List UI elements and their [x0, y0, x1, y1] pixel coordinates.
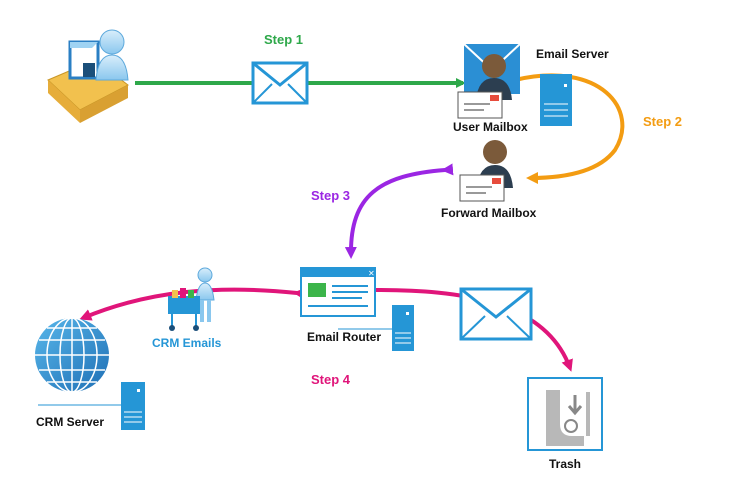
- step4-label: Step 4: [311, 372, 351, 387]
- forward-mailbox-icon: [459, 140, 513, 202]
- user-mailbox-label: User Mailbox: [453, 120, 528, 134]
- forward-mailbox-label: Forward Mailbox: [441, 206, 537, 220]
- step4-connector-left: [79, 287, 306, 321]
- mail-cart-worker-icon: [168, 267, 215, 331]
- email-server-label: Email Server: [536, 47, 609, 61]
- trash-bin-icon: [527, 377, 603, 451]
- user-at-desk-icon: [47, 29, 129, 123]
- email-router-label: Email Router: [307, 330, 381, 344]
- globe-icon: [35, 317, 109, 393]
- step3-label: Step 3: [311, 188, 350, 203]
- router-server-icon: [338, 305, 414, 351]
- trash-label: Trash: [549, 457, 581, 471]
- crm-emails-label: CRM Emails: [152, 336, 222, 350]
- user-mailbox-icon: [457, 43, 521, 119]
- crm-server-label: CRM Server: [36, 415, 104, 429]
- step2-label: Step 2: [643, 114, 682, 129]
- step3-connector: [344, 163, 454, 259]
- crm-server-icon: [38, 382, 145, 430]
- router-window-icon: ✕: [300, 267, 376, 317]
- envelope-icon: [459, 287, 533, 341]
- email-server-icon: [540, 74, 572, 126]
- envelope-icon: [251, 61, 309, 105]
- svg-text:✕: ✕: [368, 269, 375, 278]
- step1-label: Step 1: [264, 32, 303, 47]
